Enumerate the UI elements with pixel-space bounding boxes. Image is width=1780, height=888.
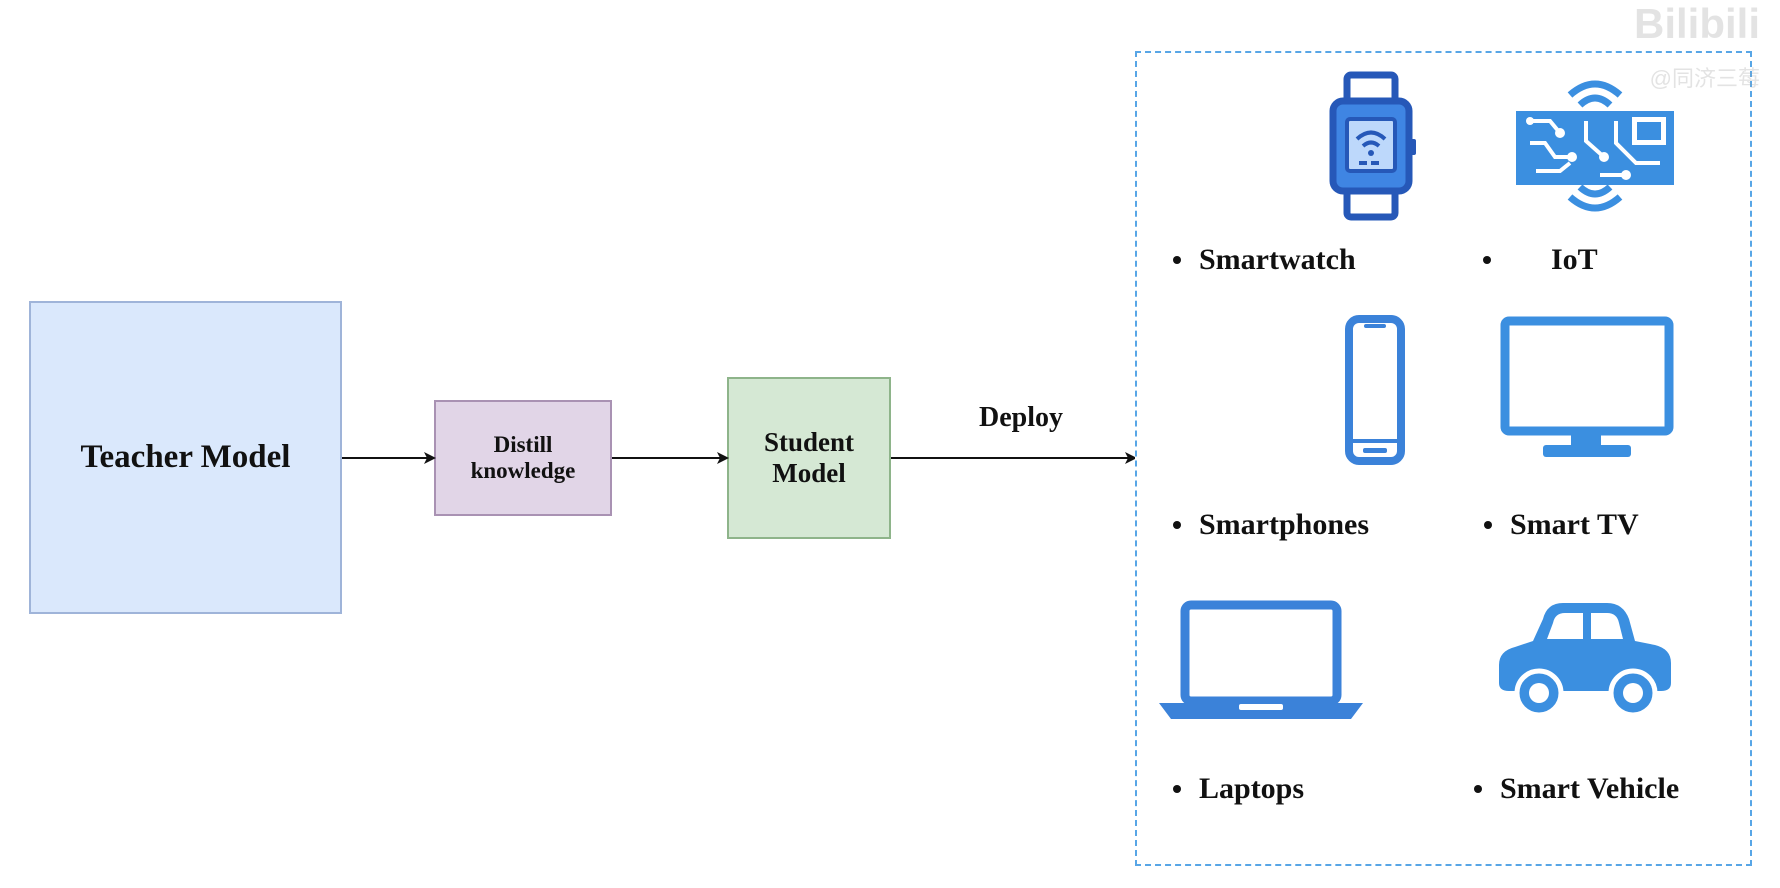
distill-knowledge-box: Distill knowledge bbox=[434, 400, 612, 516]
teacher-model-label: Teacher Model bbox=[80, 438, 291, 475]
bullet-icon bbox=[1474, 785, 1482, 793]
device-label-smartphones: Smartphones bbox=[1199, 508, 1370, 541]
iot-icon bbox=[1500, 71, 1690, 221]
deploy-label: Deploy bbox=[979, 402, 1063, 433]
bullet-icon bbox=[1173, 785, 1181, 793]
device-label-smart-vehicle: Smart Vehicle bbox=[1500, 772, 1680, 805]
smartphone-icon bbox=[1279, 315, 1469, 465]
device-label-smartwatch: Smartwatch bbox=[1199, 243, 1356, 276]
device-label-iot: IoT bbox=[1551, 243, 1598, 276]
device-item-iot: IoT bbox=[1483, 243, 1598, 277]
deployment-devices-panel: Smartwatch bbox=[1135, 51, 1752, 866]
student-model-label: Student Model bbox=[763, 426, 855, 488]
bullet-icon bbox=[1173, 521, 1181, 529]
bullet-icon bbox=[1483, 256, 1491, 264]
device-label-smart-tv: Smart TV bbox=[1510, 508, 1639, 541]
student-model-box: Student Model bbox=[727, 377, 891, 539]
device-label-laptops: Laptops bbox=[1199, 772, 1305, 805]
teacher-model-box: Teacher Model bbox=[29, 301, 342, 614]
device-item-smartphones: Smartphones bbox=[1173, 508, 1369, 542]
smart-vehicle-icon bbox=[1489, 591, 1679, 741]
device-item-laptops: Laptops bbox=[1173, 772, 1304, 806]
smartwatch-icon bbox=[1279, 71, 1469, 221]
watermark-logo-text: Bilibili bbox=[1634, 0, 1760, 47]
smart-tv-icon bbox=[1491, 315, 1681, 465]
distill-knowledge-label: Distill knowledge bbox=[470, 431, 576, 483]
device-item-smart-tv: Smart TV bbox=[1484, 508, 1639, 542]
bullet-icon bbox=[1484, 521, 1492, 529]
bullet-icon bbox=[1173, 256, 1181, 264]
laptop-icon bbox=[1151, 591, 1371, 741]
device-item-smartwatch: Smartwatch bbox=[1173, 243, 1356, 277]
device-item-smart-vehicle: Smart Vehicle bbox=[1474, 772, 1679, 806]
